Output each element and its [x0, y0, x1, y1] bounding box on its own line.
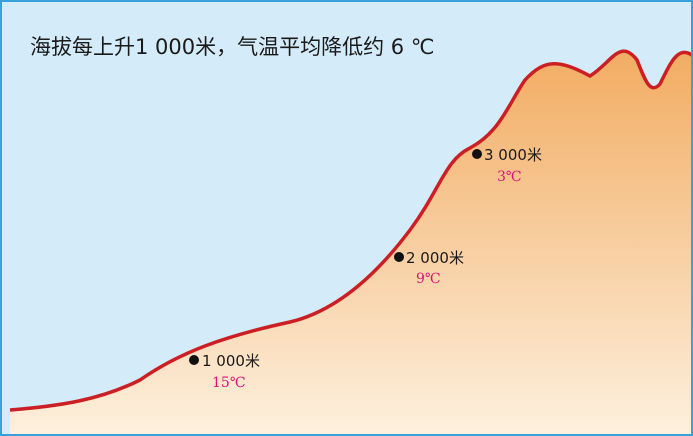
- altitude-label: 3 000米: [484, 146, 542, 164]
- marker-1000m: 1 000米 15℃: [189, 352, 260, 391]
- marker-3000m: 3 000米 3℃: [472, 146, 542, 185]
- mountain-ground: [10, 51, 693, 436]
- mountain-ridge-line: [9, 49, 693, 412]
- temperature-label: 15℃: [212, 375, 245, 391]
- temperature-label: 3℃: [497, 169, 522, 185]
- marker-dot: [189, 355, 199, 365]
- marker-dot: [394, 252, 404, 262]
- diagram-caption: 海拔每上升1 000米，气温平均降低约 6 ℃: [30, 35, 434, 59]
- altitude-label: 1 000米: [202, 352, 260, 370]
- temperature-label: 9℃: [416, 271, 441, 287]
- altitude-label: 2 000米: [406, 249, 464, 267]
- marker-dot: [472, 149, 482, 159]
- marker-2000m: 2 000米 9℃: [394, 249, 464, 287]
